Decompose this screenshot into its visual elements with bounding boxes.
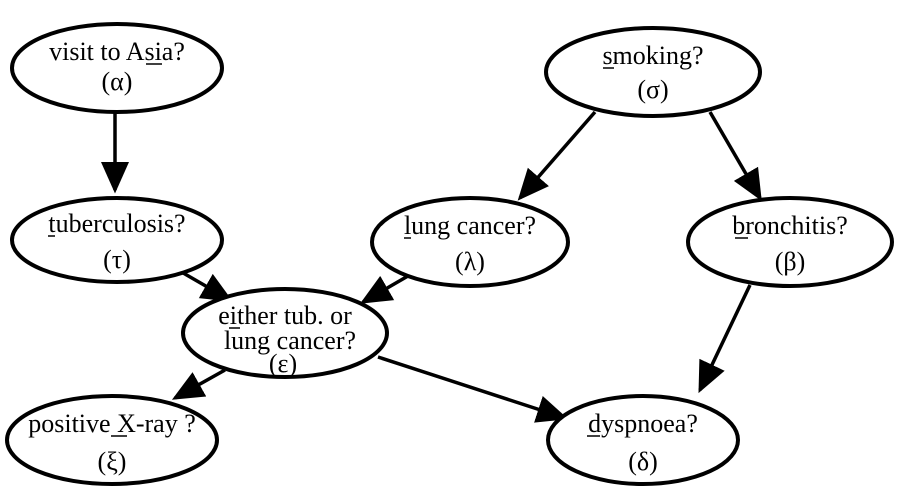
- node-lung-cancer: lung cancer? (λ): [370, 196, 570, 288]
- node-tuberculosis-label: tuberculosis?: [48, 209, 185, 238]
- node-dyspnoea: dyspnoea? (δ): [546, 394, 740, 486]
- edge-smoking-bronchitis: [708, 111, 762, 202]
- node-tuberculosis: tuberculosis? (τ): [10, 196, 224, 284]
- node-smoking: smoking? (σ): [544, 26, 762, 118]
- node-either-label-line1: either tub. or: [218, 301, 352, 330]
- node-visit-to-asia-symbol: (α): [102, 67, 133, 96]
- node-bronchitis: bronchitis? (β): [686, 196, 894, 288]
- edge-bronchitis-dyspnoea: [698, 284, 752, 394]
- edge-smoking-lung-cancer: [517, 110, 597, 201]
- edge-tuberculosis-either: [177, 268, 234, 302]
- node-either: either tub. or lung cancer? (ε): [181, 287, 389, 379]
- node-lung-cancer-label: lung cancer?: [404, 211, 536, 240]
- node-positive-xray: positive X-ray ? (ξ): [5, 394, 219, 486]
- node-either-symbol: (ε): [269, 349, 297, 378]
- node-either-label-line2: lung cancer?: [224, 326, 356, 355]
- node-positive-xray-label: positive X-ray ?: [28, 409, 196, 438]
- node-smoking-symbol: (σ): [637, 75, 668, 104]
- node-dyspnoea-label: dyspnoea?: [588, 409, 698, 438]
- node-bronchitis-label: bronchitis?: [732, 211, 848, 240]
- node-lung-cancer-symbol: (λ): [455, 247, 485, 276]
- node-bronchitis-symbol: (β): [775, 247, 806, 276]
- edge-either-xray: [171, 368, 226, 400]
- node-smoking-label: smoking?: [602, 41, 703, 70]
- edge-lung-cancer-either: [359, 274, 409, 304]
- node-dyspnoea-symbol: (δ): [628, 447, 658, 476]
- node-positive-xray-symbol: (ξ): [98, 447, 127, 476]
- node-visit-to-asia: visit to Asia? (α): [10, 22, 224, 114]
- edge-either-dyspnoea: [377, 355, 569, 423]
- node-tuberculosis-symbol: (τ): [103, 245, 131, 274]
- edges: [101, 110, 762, 423]
- node-visit-to-asia-label: visit to Asia?: [49, 37, 185, 66]
